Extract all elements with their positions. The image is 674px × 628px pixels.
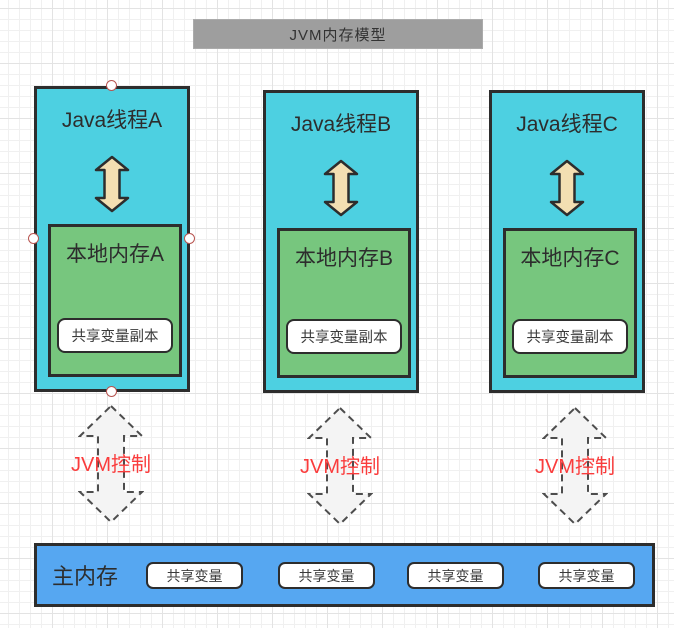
shared-var-2[interactable]: 共享变量 [278,562,375,589]
thread-box-c[interactable]: Java线程C 本地内存C 共享变量副本 [489,90,645,393]
main-memory-bar[interactable]: 主内存 共享变量 共享变量 共享变量 共享变量 [34,543,655,607]
double-arrow-icon [94,155,130,213]
double-arrow-icon [549,159,585,217]
jvm-control-arrow-c[interactable]: JVM控制 [535,406,615,526]
shared-var-1[interactable]: 共享变量 [146,562,243,589]
shared-var-copy-b[interactable]: 共享变量副本 [286,319,402,354]
jvm-control-label-b: JVM控制 [300,456,380,478]
selection-handle-top[interactable] [106,80,117,91]
thread-label-b: Java线程B [290,113,392,136]
local-memory-box-c[interactable]: 本地内存C 共享变量副本 [503,228,637,378]
thread-box-a[interactable]: Java线程A 本地内存A 共享变量副本 [34,86,190,392]
memory-label-c: 本地内存C [520,247,620,270]
shared-var-copy-a[interactable]: 共享变量副本 [57,318,173,353]
dashed-double-arrow-icon [78,404,144,524]
dashed-double-arrow-icon [542,406,608,526]
memory-label-b: 本地内存B [294,247,393,270]
shared-var-4[interactable]: 共享变量 [538,562,635,589]
jvm-control-label-a: JVM控制 [71,454,151,476]
local-memory-box-a[interactable]: 本地内存A 共享变量副本 [48,224,182,377]
jvm-control-label-c: JVM控制 [535,456,615,478]
double-arrow-icon [323,159,359,217]
jvm-control-arrow-a[interactable]: JVM控制 [71,404,151,524]
thread-box-b[interactable]: Java线程B 本地内存B 共享变量副本 [263,90,419,393]
selection-handle-left[interactable] [28,233,39,244]
shared-var-copy-c[interactable]: 共享变量副本 [512,319,628,354]
thread-label-a: Java线程A [61,109,163,132]
thread-label-c: Java线程C [516,113,618,136]
local-memory-box-b[interactable]: 本地内存B 共享变量副本 [277,228,411,378]
selection-handle-right[interactable] [184,233,195,244]
memory-label-a: 本地内存A [65,243,164,266]
dashed-double-arrow-icon [307,406,373,526]
selection-handle-bottom[interactable] [106,386,117,397]
diagram-title: JVM内存模型 [289,26,387,44]
main-memory-label: 主内存 [52,564,119,589]
jvm-control-arrow-b[interactable]: JVM控制 [300,406,380,526]
shared-var-3[interactable]: 共享变量 [407,562,504,589]
diagram-title-shape[interactable]: JVM内存模型 [193,19,483,49]
